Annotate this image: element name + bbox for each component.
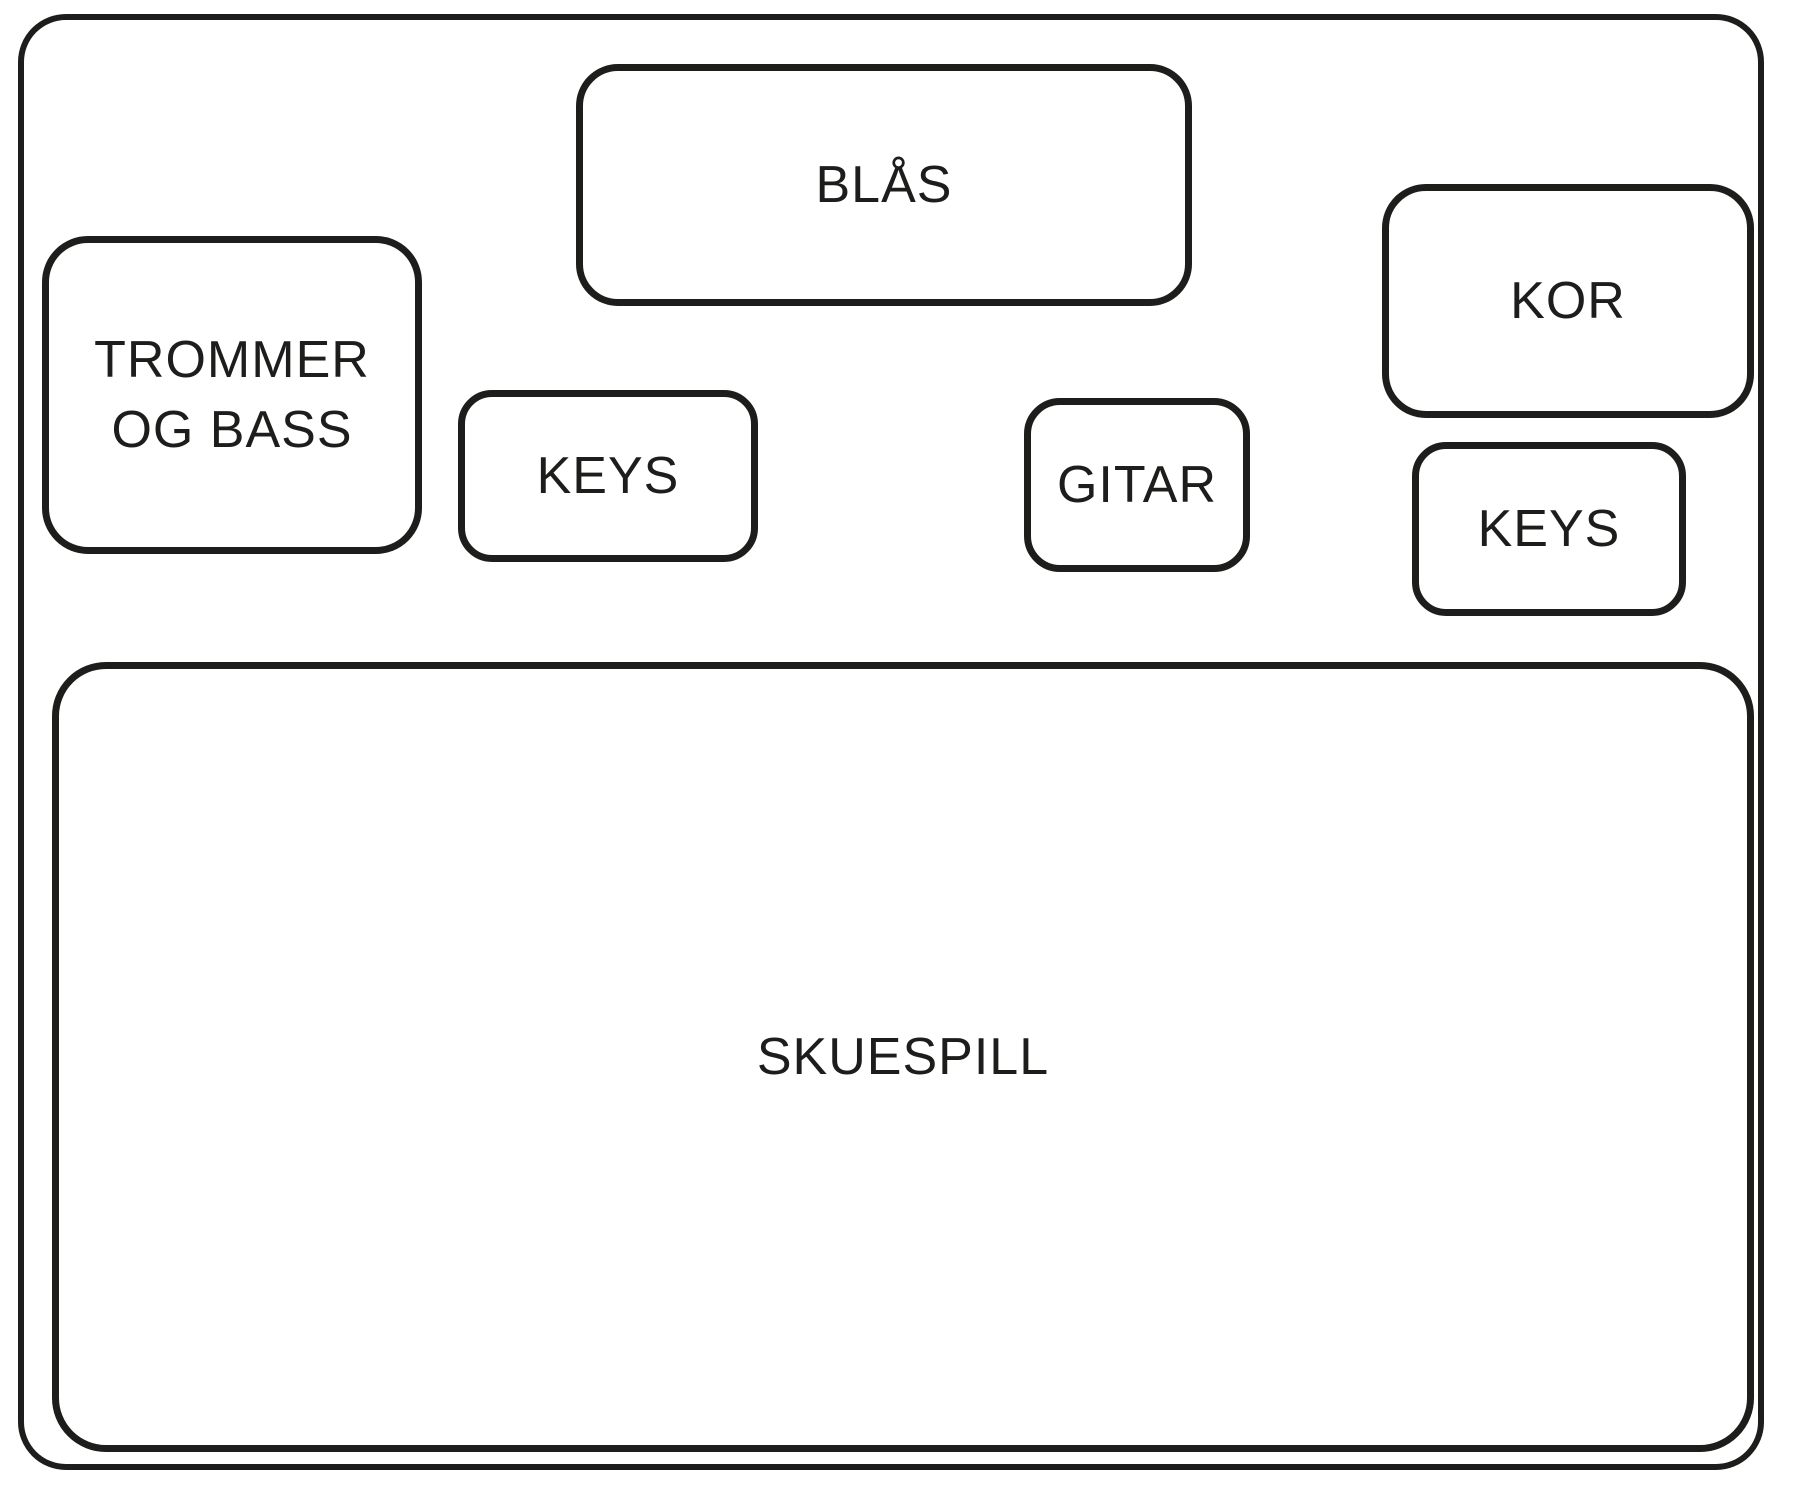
stage-box-label: GITAR [1056, 455, 1218, 514]
stage-box-label: KOR [1510, 271, 1626, 330]
stage-box-label: KEYS [536, 446, 680, 505]
stage-box-skuespill: SKUESPILL [52, 662, 1754, 1452]
stage-box-label: BLÅS [815, 155, 953, 214]
stage-box-label: TROMMER OG BASS [94, 330, 370, 459]
stage-box-keys-left: KEYS [458, 390, 758, 562]
stage-box-trommer-og-bass: TROMMER OG BASS [42, 236, 422, 554]
stage-box-label: KEYS [1477, 499, 1621, 558]
stage-box-blas: BLÅS [576, 64, 1192, 306]
stage-box-gitar: GITAR [1024, 398, 1250, 572]
stage-box-kor: KOR [1382, 184, 1754, 418]
stage-box-label: SKUESPILL [756, 1027, 1050, 1086]
stage-box-keys-right: KEYS [1412, 442, 1686, 616]
stage-outline [18, 14, 1764, 1470]
